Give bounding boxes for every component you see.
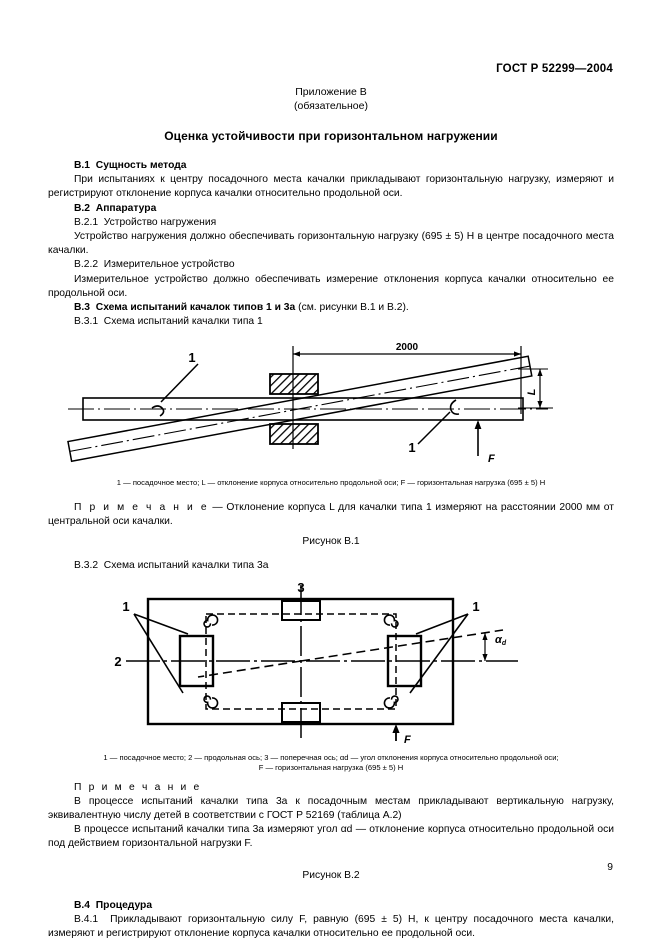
figure-b1-force-label: F bbox=[488, 453, 495, 465]
annex-title: Приложение В bbox=[295, 86, 367, 98]
figure-b1-caption: Рисунок В.1 bbox=[302, 536, 360, 548]
figure-b1-callout-right: 1 bbox=[408, 440, 415, 455]
section-b3-heading: В.3 Схема испытаний качалок типов 1 и 3а… bbox=[48, 301, 614, 315]
document-standard-header: ГОСТ Р 52299—2004 bbox=[496, 63, 613, 75]
figure-b2-drawing: 3 1 1 2 αd F bbox=[114, 581, 518, 746]
section-b4-title: Процедура bbox=[95, 899, 153, 911]
figure-b1-note-label: П р и м е ч а н и е bbox=[74, 501, 209, 513]
figure-b2: 3 1 1 2 αd F bbox=[48, 581, 614, 746]
figure-b1: 2000 1 1 F L bbox=[48, 336, 614, 471]
figure-b1-legend: 1 — посадочное место; L — отклонение кор… bbox=[116, 478, 546, 488]
section-b31-title: Схема испытаний качалки типа 1 bbox=[103, 316, 263, 328]
section-b41-text: Прикладывают горизонтальную силу F, равн… bbox=[48, 913, 614, 939]
figure-b2-transverse-axis-label: 3 bbox=[297, 581, 304, 595]
page-number: 9 bbox=[607, 862, 613, 873]
section-b2-title: Аппаратура bbox=[95, 202, 157, 214]
figure-b2-force-label: F bbox=[404, 734, 411, 746]
section-b2-number: В.2 bbox=[74, 202, 91, 214]
annex-subtitle: (обязательное) bbox=[294, 99, 368, 112]
section-b21-number: В.2.1 bbox=[74, 216, 99, 228]
section-b31-number: В.3.1 bbox=[74, 316, 99, 328]
figure-b2-note-text-2: В процессе испытаний качалки типа 3а изм… bbox=[48, 824, 614, 850]
figure-b2-callout-right: 1 bbox=[472, 599, 479, 614]
annex-heading: Оценка устойчивости при горизонтальном н… bbox=[164, 129, 498, 143]
figure-b2-caption: Рисунок В.2 bbox=[302, 869, 360, 881]
document-content: Приложение В (обязательное) Оценка устой… bbox=[48, 86, 614, 941]
section-b32-heading: В.3.2 Схема испытаний качалки типа 3а bbox=[48, 559, 614, 573]
figure-b1-note-text: — Отклонение корпуса L для качалки типа … bbox=[48, 501, 614, 528]
figure-b2-note-label: П р и м е ч а н и е bbox=[74, 781, 202, 793]
figure-b2-longitudinal-axis-label: 2 bbox=[114, 654, 121, 669]
figure-b1-callout-left: 1 bbox=[188, 350, 195, 365]
section-b3-title: Схема испытаний качалок типов 1 и 3а bbox=[95, 302, 296, 314]
section-b3-number: В.3 bbox=[74, 302, 91, 314]
section-b21-title: Устройство нагружения bbox=[103, 216, 217, 228]
figure-b2-angle-label: αd bbox=[495, 634, 507, 647]
section-b41-body: В.4.1 Прикладывают горизонтальную силу F… bbox=[48, 913, 614, 941]
figure-b2-legend-line1: 1 — посадочное место; 2 — продольная ось… bbox=[103, 752, 559, 762]
section-b21-body: Устройство нагружения должно обеспечиват… bbox=[48, 231, 614, 257]
figure-b1-dimension-label: 2000 bbox=[396, 342, 419, 353]
section-b32-number: В.3.2 bbox=[74, 560, 99, 572]
section-b22-title: Измерительное устройство bbox=[103, 259, 235, 271]
section-b22-number: В.2.2 bbox=[74, 259, 99, 271]
figure-b1-note: П р и м е ч а н и е — Отклонение корпуса… bbox=[48, 501, 614, 529]
figure-b2-callout-left: 1 bbox=[122, 599, 129, 614]
section-b1-title: Сущность метода bbox=[95, 160, 187, 171]
section-b4-heading: В.4 Процедура bbox=[48, 899, 614, 913]
figure-b2-legend-line2: F — горизонтальная нагрузка (695 ± 5) Н bbox=[258, 763, 404, 773]
section-b41-number: В.4.1 bbox=[74, 913, 99, 925]
section-b21-heading: В.2.1 Устройство нагружения bbox=[48, 216, 614, 230]
figure-b2-note-text-1: В процессе испытаний качалки типа 3а к п… bbox=[48, 795, 614, 821]
section-b22-body: Измерительное устройство должно обеспечи… bbox=[48, 273, 614, 299]
figure-b1-deflection-label: L bbox=[526, 389, 538, 396]
section-b1-heading: В.1 Сущность метода bbox=[48, 159, 614, 173]
section-b1-number: В.1 bbox=[74, 160, 91, 171]
section-b4-number: В.4 bbox=[74, 899, 91, 911]
section-b3-title-tail: (см. рисунки В.1 и В.2). bbox=[298, 302, 409, 314]
section-b31-heading: В.3.1 Схема испытаний качалки типа 1 bbox=[48, 315, 614, 329]
figure-b1-drawing: 2000 1 1 F L bbox=[67, 342, 553, 465]
section-b1-body: При испытаниях к центру посадочного мест… bbox=[48, 174, 614, 200]
section-b32-title: Схема испытаний качалки типа 3а bbox=[103, 560, 269, 572]
section-b2-heading: В.2 Аппаратура bbox=[48, 202, 614, 216]
section-b22-heading: В.2.2 Измерительное устройство bbox=[48, 258, 614, 272]
